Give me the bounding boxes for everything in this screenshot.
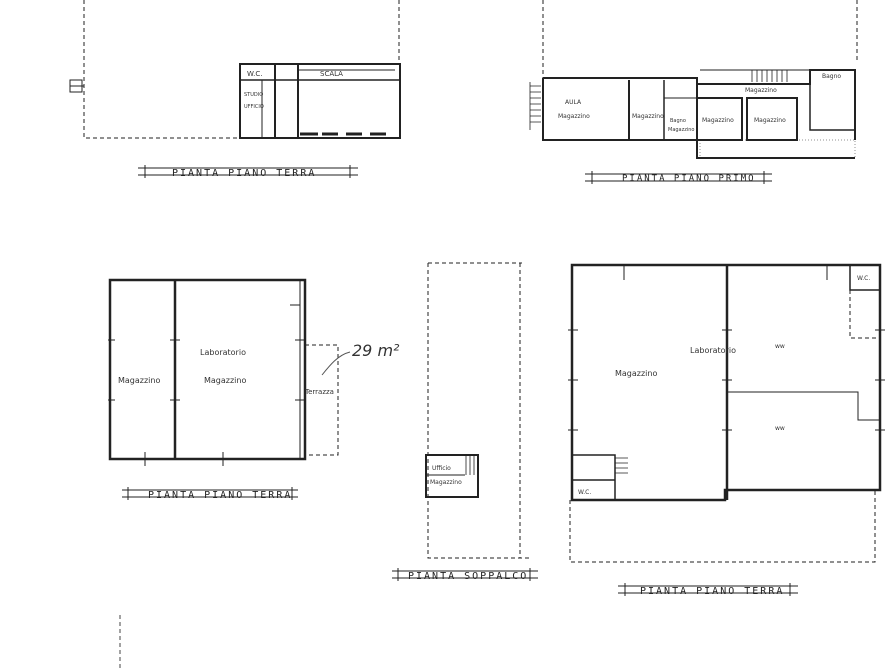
plan-middle-right-title: PIANTA PIANO TERRA: [640, 586, 784, 597]
plan-middle-right-left-room: Magazzino: [615, 369, 657, 378]
plan-top-right-room5: Magazzino: [754, 117, 786, 124]
plan-middle-left-title-frame: [122, 487, 298, 500]
plan-top-right-room2: Magazzino: [632, 113, 664, 120]
plan-top-right-room1-b: Magazzino: [558, 113, 590, 120]
plan-top-right-room3-a: Bagno: [670, 118, 686, 124]
plan-top-left: [69, 0, 401, 139]
plan-middle-left-left-room: Magazzino: [118, 376, 160, 385]
plan-middle-center-title-frame: [392, 568, 538, 581]
plan-top-right-top-center: Magazzino: [745, 87, 777, 94]
plan-middle-right-title-frame: [618, 583, 798, 596]
plan-top-right-room4: Magazzino: [702, 117, 734, 124]
plan-top-right-room1-a: AULA: [565, 99, 582, 106]
plan-top-right-top-right: Bagno: [822, 73, 841, 80]
plan-top-right-title-frame: [585, 171, 772, 184]
plan-middle-center-room-a: Ufficio: [432, 465, 451, 472]
plan-middle-right-mark1: ww: [775, 343, 785, 350]
plan-middle-right-small-a: W.C.: [857, 275, 870, 282]
plan-top-left-title: PIANTA PIANO TERRA: [172, 168, 316, 179]
plan-top-left-title-frame: [138, 165, 358, 178]
plan-middle-center-title: PIANTA SOPPALCO: [408, 571, 528, 582]
plan-middle-left-title: PIANTA PIANO TERRA: [148, 490, 292, 501]
plan-middle-left-area-pointer: [321, 351, 351, 376]
plan-middle-center-room-b: Magazzino: [430, 479, 462, 486]
plan-middle-center: [425, 262, 530, 559]
plan-middle-right: [568, 263, 885, 563]
plan-top-left-ufficio-label: UFFICIO: [244, 104, 264, 110]
plan-middle-right-small-b: W.C.: [578, 489, 591, 496]
plan-middle-left-lab-bottom: Magazzino: [204, 376, 246, 385]
plan-top-left-studio-label: STUDIO: [244, 92, 263, 98]
plan-top-left-wc-label: W.C.: [247, 70, 262, 78]
plan-middle-left-terrace: Terrazza: [304, 388, 334, 396]
plan-top-left-scala-label: SCALA: [320, 70, 343, 78]
plan-middle-right-mark2: ww: [775, 425, 785, 432]
plan-top-right: [529, 0, 858, 159]
plan-top-right-room3-b: Magazzino: [668, 127, 694, 133]
plan-middle-left-lab-top: Laboratorio: [200, 348, 246, 357]
plan-middle-left-area-note: 29 m²: [352, 341, 400, 360]
plan-middle-left: [108, 278, 339, 466]
plan-top-right-title: PIANTA PIANO PRIMO: [622, 174, 756, 184]
plan-middle-right-lab: Laboratorio: [690, 346, 736, 355]
